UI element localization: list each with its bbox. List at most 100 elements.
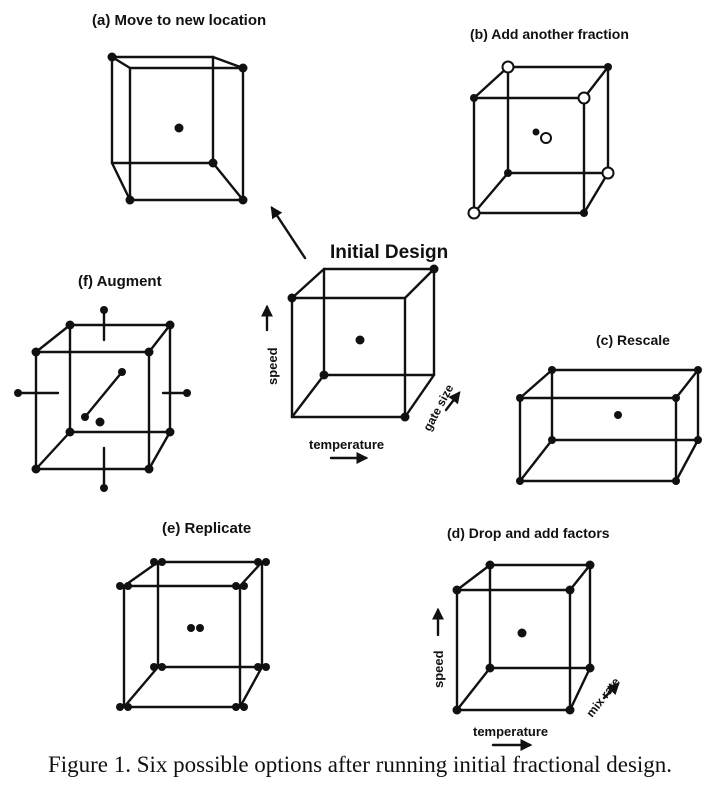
cube-d-depth-edge [568,563,592,592]
cube-d-depth-edge [455,563,492,592]
cube-e-replicate-point [262,558,270,566]
initial-design-title: Initial Design [330,242,448,263]
cube-initial-design-point [400,412,410,422]
cube-a-design-point [125,195,135,205]
cube-b-design-point [470,94,478,102]
initial-gate-size-arrow [444,391,461,412]
cube-c-design-point [672,394,680,402]
cube-b-depth-edge [582,65,610,100]
cube-f-star-point [118,368,126,376]
cube-d-design-point [485,560,495,570]
cube-f-star-axis [83,370,124,419]
cube-c-design-point [672,477,680,485]
cube-f-design-point [65,427,75,437]
cube-initial-design-point [287,293,297,303]
initial-speed-label: speed [265,347,280,385]
cube-f-depth-edge [147,430,172,471]
cube-b-depth-edge [472,171,510,215]
cube-a-depth-edge [211,55,245,70]
cube-f-design-point [65,320,75,330]
cube-c-depth-edge [674,438,700,483]
cube-a-center-point [174,123,184,133]
panel-f-title: (f) Augment [78,273,162,290]
cube-b-center-point [532,128,540,136]
cube-a-design-point [238,195,248,205]
cube-e-depth-edge [122,560,160,588]
cube-initial-depth-edge [403,373,436,419]
cube-b-added-point [577,91,591,105]
cube-e-depth-edge [122,665,160,709]
cube-e-replicate-point [124,703,132,711]
panel-c-title: (c) Rescale [596,332,670,348]
cube-d-design-point [585,560,595,570]
panel-e-title: (e) Replicate [162,520,251,537]
cube-f-design-point [31,464,41,474]
cube-d-design-point [585,663,595,673]
cube-f-design-point [144,347,154,357]
cube-f-center-point [95,417,105,427]
cube-d-depth-edge [455,666,492,712]
cube-b-added-point [467,206,481,220]
cube-e-replicate-point [124,582,132,590]
cube-initial-depth-edge [403,267,436,300]
cube-e-replicate-point [254,558,262,566]
cube-b-added-point [501,60,515,74]
cube-e-replicate-point [150,558,158,566]
cube-b-design-point [580,209,588,217]
panel-d-title: (d) Drop and add factors [447,525,610,541]
cube-initial-depth-edge [290,267,326,300]
cube-c-depth-edge [518,438,554,483]
cube-layer [14,52,702,715]
panel-b-title: (b) Add another fraction [470,26,629,42]
cube-d-design-point [485,663,495,673]
cube-f-star-point [14,389,22,397]
cube-e-depth-edge [238,560,264,588]
cube-e-replicate-point [240,703,248,711]
cube-f-design-point [165,320,175,330]
cube-e-replicate-point [116,703,124,711]
cube-initial-depth-edge [290,373,326,419]
cube-e-replicate-point [232,703,240,711]
cube-f-design-point [165,427,175,437]
cube-c-depth-edge [674,368,700,400]
cube-e-center-point [187,624,195,632]
cube-c-center-point [614,411,622,419]
initial-temperature-label: temperature [309,437,384,452]
cube-a-depth-edge [211,161,245,202]
cube-f-star-point [81,413,89,421]
cube-a-design-point [238,63,248,73]
cube-b-depth-edge [582,171,610,215]
cube-f-design-point [31,347,41,357]
cube-f-star-point [100,306,108,314]
cube-c-depth-edge [518,368,554,400]
initial-gate-size-label: gate size [420,382,456,434]
cube-c-design-point [548,436,556,444]
cube-f-star-point [100,484,108,492]
cube-e-replicate-point [232,582,240,590]
cube-e-replicate-point [150,663,158,671]
cube-e-replicate-point [254,663,262,671]
cube-c-design-point [516,394,524,402]
cube-b-design-point [504,169,512,177]
cube-e-replicate-point [240,582,248,590]
move-arrow [270,205,307,260]
cube-c-design-point [694,436,702,444]
cube-d-design-point [565,705,575,715]
cube-e-replicate-point [158,558,166,566]
cube-initial-center-point [355,335,365,345]
cube-f-design-point [144,464,154,474]
cube-d-depth-edge [568,666,592,712]
cube-e-center-point [196,624,204,632]
cube-b-depth-edge [472,65,510,100]
cube-a-design-point [208,158,218,168]
cube-d-design-point [452,585,462,595]
cube-f-depth-edge [34,430,72,471]
d-temperature-label: temperature [473,724,548,739]
cube-f-depth-edge [147,323,172,354]
cube-initial-design-point [429,264,439,274]
cube-b-design-point [604,63,612,71]
cube-a-design-point [107,52,117,62]
d-mix-rate-arrow [602,682,620,700]
cube-d-center-point [517,628,527,638]
